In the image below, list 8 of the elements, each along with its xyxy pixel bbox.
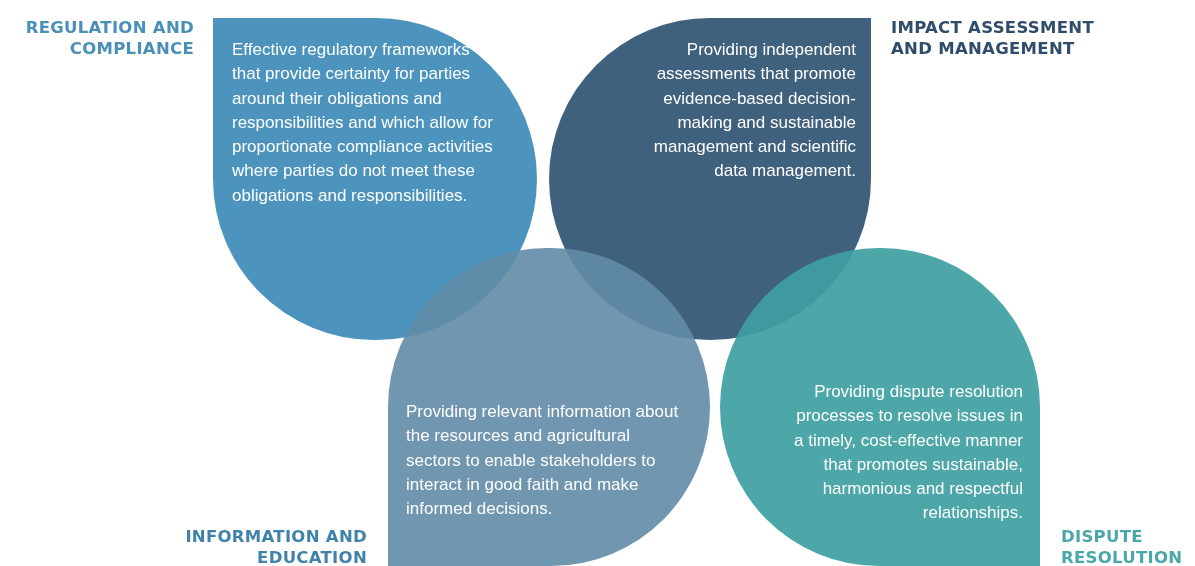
section-heading: INFORMATION AND EDUCATION: [184, 526, 367, 566]
section-heading: IMPACT ASSESSMENT AND MANAGEMENT: [891, 17, 1095, 59]
description-text: Effective regulatory frameworks that provide certainty for parties around their obligations and responsibilities and which allow for proportionate compliance activities where parties do not meet these obligations and responsibilities.: [232, 39, 494, 207]
section-heading: REGULATION AND COMPLIANCE: [24, 17, 194, 59]
description-text: Providing relevant information about the resources and agricultural sectors to enable stakeholders to interact in good faith and make informed decisions.: [406, 401, 680, 521]
section-heading: DISPUTE RESOLUTION: [1061, 526, 1184, 566]
description-text: Providing independent assessments that promote evidence-based decision-making and sustainable management and scientific data management.: [652, 39, 856, 183]
description-text: Providing dispute resolution processes to resolve issues in a timely, cost-effective manner that promotes sustainable, harmonious and respectful relationships.: [793, 381, 1023, 525]
